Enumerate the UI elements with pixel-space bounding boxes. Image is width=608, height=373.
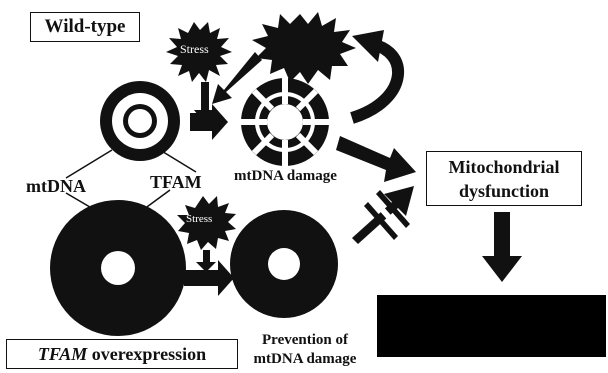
mtdna-ring-tfam-right [230, 210, 338, 318]
arrow-damage-to-dysfunction [336, 136, 416, 182]
wild-type-box: Wild-type [30, 12, 140, 42]
mtdna-damage-label: mtDNA damage [234, 168, 337, 185]
blocked-arrow [352, 186, 414, 244]
mito-dysfunction-line2: dysfunction [427, 179, 581, 203]
redacted-black-box [377, 295, 606, 357]
stress-label-bottom: Stress [186, 213, 212, 225]
mtdna-ring-tfam-left [50, 200, 186, 336]
prevention-line1: Prevention of [238, 331, 372, 350]
mito-dysfunction-line1: Mitochondrial [427, 155, 581, 179]
feedback-arrow [352, 30, 398, 118]
damage-burst [252, 12, 356, 84]
prevention-line2: mtDNA damage [238, 350, 372, 369]
overexpression-label: overexpression [87, 344, 206, 364]
tfam-overexpression-box: TFAM overexpression [6, 339, 238, 369]
mtdna-label: mtDNA [26, 176, 86, 197]
tfam-label: TFAM [150, 172, 202, 193]
arrow-stress-down-bottom [196, 250, 216, 272]
wild-type-label: Wild-type [45, 16, 126, 37]
arrow-dysfunction-down [482, 212, 522, 282]
prevention-label: Prevention of mtDNA damage [238, 331, 372, 369]
damaged-mtdna-ring [241, 78, 329, 166]
tfam-italic-label: TFAM [38, 344, 87, 364]
stress-label-top: Stress [180, 42, 209, 57]
mitochondrial-dysfunction-box: Mitochondrial dysfunction [426, 151, 582, 206]
mtdna-ring-wildtype [100, 81, 180, 161]
